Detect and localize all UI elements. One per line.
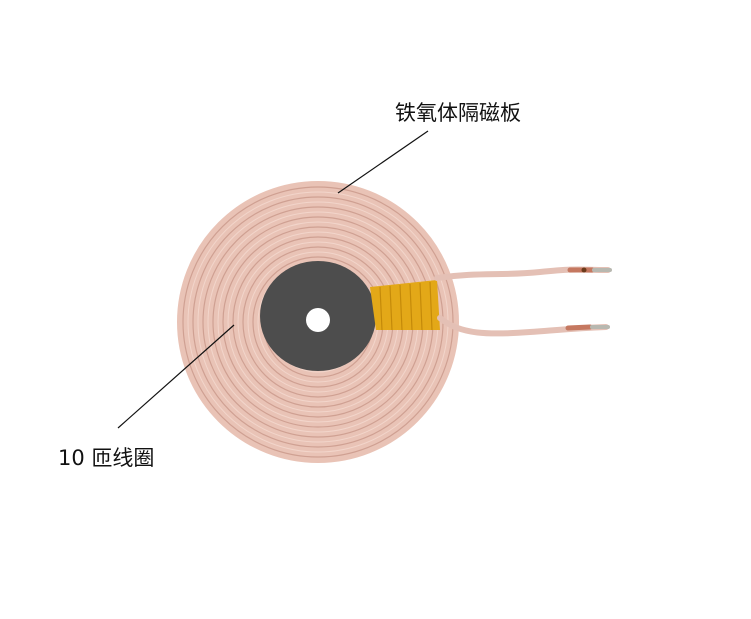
leader-line-ferrite (337, 130, 429, 194)
lead-wires (434, 266, 612, 337)
coil-turns-label: 10 匝线圈 (58, 446, 155, 470)
center-hole (306, 308, 330, 332)
yellow-tape (370, 280, 440, 331)
leader-line-coil (117, 324, 235, 429)
ferrite-plate-label: 铁氧体隔磁板 (395, 101, 521, 125)
